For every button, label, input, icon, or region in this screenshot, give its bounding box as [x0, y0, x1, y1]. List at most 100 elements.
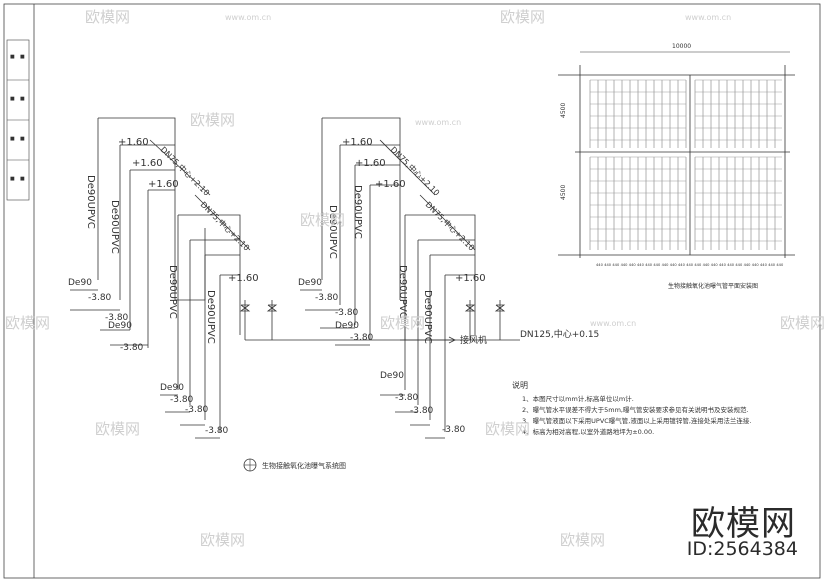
valve-symbol: [239, 304, 251, 312]
dim-label: 440: [776, 263, 784, 267]
dim-label: 440: [768, 263, 776, 267]
svg-text:-3.80: -3.80: [205, 426, 229, 436]
dim-label: 440: [662, 263, 670, 267]
notes-heading: 说明: [512, 380, 528, 390]
watermark-url: www.om.cn: [685, 13, 731, 22]
system-caption: 生物接触氧化池曝气系统图: [243, 458, 346, 472]
svg-text:■: ■: [10, 54, 15, 60]
svg-text:■: ■: [10, 176, 15, 182]
svg-text:De90UPVC: De90UPVC: [397, 265, 408, 319]
dim-label: 440: [596, 263, 604, 267]
svg-text:+1.60: +1.60: [148, 179, 179, 190]
dim-label: 440: [703, 263, 711, 267]
dim-label: 440: [686, 263, 694, 267]
svg-text:De90UPVC: De90UPVC: [327, 205, 338, 259]
svg-text:■: ■: [10, 96, 15, 102]
svg-text:-3.80: -3.80: [170, 395, 194, 405]
svg-text:De90: De90: [335, 321, 359, 331]
notes: 说明 1、本图尺寸以mm计,标高单位以m计. 2、曝气管水平误差不得大于5mm,…: [512, 380, 752, 436]
note-item: 4、标高为相对高程,以室外道路地坪为±0.00.: [522, 427, 654, 436]
dim-label: 440: [604, 263, 612, 267]
dim-label: 440: [760, 263, 768, 267]
svg-text:■: ■: [20, 96, 25, 102]
svg-text:De90: De90: [298, 278, 322, 288]
watermark-logo: 欧模网: [95, 420, 140, 438]
svg-text:-3.80: -3.80: [185, 405, 209, 415]
dim-label: 440: [629, 263, 637, 267]
svg-text:De90: De90: [108, 321, 132, 331]
svg-text:De90UPVC: De90UPVC: [205, 290, 216, 344]
dim-label: 440: [612, 263, 620, 267]
note-item: 2、曝气管水平误差不得大于5mm,曝气管安装要求参见有关说明书及安装规范.: [522, 405, 749, 414]
title-block-marks: ■ ■ ■ ■ ■ ■ ■ ■: [10, 54, 25, 182]
svg-text:+1.60: +1.60: [342, 137, 373, 148]
watermark-logo: 欧模网: [85, 8, 130, 26]
dim-label: 440: [653, 263, 661, 267]
model-id: ID:2564384: [686, 538, 798, 560]
dim-label: 440: [711, 263, 719, 267]
svg-text:DN75,中心+2.10: DN75,中心+2.10: [199, 199, 252, 252]
svg-text:-3.80: -3.80: [442, 425, 466, 435]
note-item: 1、本图尺寸以mm计,标高单位以m计.: [522, 394, 634, 403]
watermark-logo: 欧模网: [380, 314, 425, 332]
svg-text:-3.80: -3.80: [335, 308, 359, 318]
dim-label: 440: [645, 263, 653, 267]
svg-text:+1.60: +1.60: [355, 158, 386, 169]
dim-label: 440: [694, 263, 702, 267]
svg-text:-3.80: -3.80: [120, 343, 144, 353]
watermark-logo: 欧模网: [485, 420, 530, 438]
svg-text:■: ■: [10, 136, 15, 142]
watermark-logo: 欧模网: [190, 111, 235, 129]
note-item: 3、曝气管液面以下采用UPVC曝气管,液面以上采用镀锌管,连接处采用法兰连接.: [522, 416, 752, 425]
dim-label: 440: [727, 263, 735, 267]
aeration-pipe-grid: [589, 79, 782, 250]
svg-text:-3.80: -3.80: [395, 393, 419, 403]
svg-text:De90: De90: [160, 383, 184, 393]
brand-watermark: 欧模网: [691, 504, 796, 544]
svg-text:10000: 10000: [672, 43, 691, 50]
outer-frame: [3, 3, 821, 579]
svg-text:+1.60: +1.60: [455, 273, 486, 284]
watermark-logo: 欧模网: [500, 8, 545, 26]
svg-text:De90UPVC: De90UPVC: [109, 200, 120, 254]
watermark-logo: 欧模网: [5, 314, 50, 332]
svg-text:生物接触氧化池曝气系统图: 生物接触氧化池曝气系统图: [262, 461, 346, 470]
blower-label: 接风机: [460, 334, 487, 346]
svg-text:De90UPVC: De90UPVC: [167, 265, 178, 319]
svg-text:■: ■: [20, 54, 25, 60]
dim-label: 440: [621, 263, 629, 267]
svg-text:-3.80: -3.80: [105, 313, 129, 323]
watermark-logo: 欧模网: [780, 314, 824, 332]
dim-label: 440: [670, 263, 678, 267]
watermark-logo: 欧模网: [300, 211, 345, 229]
dim-label: 440: [735, 263, 743, 267]
arrow-to-blower: [448, 336, 456, 344]
svg-text:-3.80: -3.80: [410, 406, 434, 416]
svg-text:De90: De90: [68, 278, 92, 288]
watermarks: 欧模网 www.om.cn 欧模网 www.om.cn 欧模网 www.om.c…: [5, 8, 824, 549]
svg-text:4500: 4500: [560, 103, 567, 118]
watermark-url: www.om.cn: [590, 319, 636, 328]
dim-label: 440: [744, 263, 752, 267]
svg-text:+1.60: +1.60: [132, 158, 163, 169]
watermark-logo: 欧模网: [200, 531, 245, 549]
aeration-system-diagram: [70, 117, 520, 439]
svg-text:+1.60: +1.60: [228, 273, 259, 284]
main-pipe-label: DN125,中心+0.15: [520, 328, 599, 340]
watermark-url: www.om.cn: [415, 118, 461, 127]
valve-symbol: [464, 304, 476, 312]
watermark-logo: 欧模网: [560, 531, 605, 549]
svg-text:4500: 4500: [560, 185, 567, 200]
valve-symbol: [266, 304, 278, 312]
dim-label: 440: [719, 263, 727, 267]
valve-symbol: [494, 304, 506, 312]
dim-label: 440: [752, 263, 760, 267]
svg-text:-3.80: -3.80: [315, 293, 339, 303]
svg-text:De90UPVC: De90UPVC: [352, 185, 363, 239]
dim-label: 440: [678, 263, 686, 267]
svg-text:-3.80: -3.80: [88, 293, 112, 303]
svg-text:■: ■: [20, 136, 25, 142]
